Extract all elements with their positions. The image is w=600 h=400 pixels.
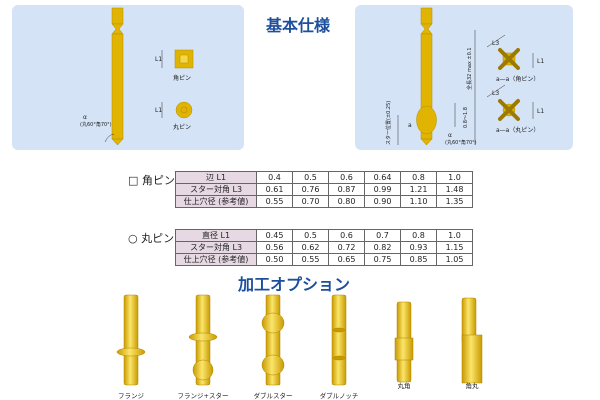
round-pin-label: 丸ピン [173, 124, 192, 131]
option-pins-illustration [116, 294, 483, 386]
pin-double-star [261, 294, 285, 386]
option-label-double-star: ダブルスター [253, 392, 293, 400]
basic-spec-left-panel [12, 5, 244, 150]
star-position-label: スター位置(±0.25) [386, 100, 392, 145]
option-label-double-notch: ダブルノッチ [319, 392, 359, 400]
pin-square-round [461, 297, 483, 384]
pin-flange-star [188, 294, 218, 386]
pin-diagram-right [397, 7, 534, 146]
l3-label-square: L3 [492, 40, 500, 47]
square-pin-table-label: □ 角ピン [128, 174, 175, 187]
l1-label-square-right: L1 [537, 58, 545, 65]
angle-note-right: (丸60°角70°) [445, 140, 477, 146]
l1-label-round: L1 [155, 107, 163, 114]
round-pin-table-label: ○ 丸ピン [128, 232, 175, 245]
l1-label-round-right: L1 [537, 108, 545, 115]
option-label-square-round: 角丸 [465, 382, 479, 390]
option-label-flange: フランジ [118, 392, 144, 400]
option-label-round-square: 丸角 [397, 382, 411, 390]
basic-spec-right-panel [355, 5, 573, 150]
section-square-label: a—a（角ピン） [496, 76, 540, 83]
pin-diagram-left [104, 7, 194, 146]
option-label-flange-star: フランジ+スター [177, 392, 229, 400]
angle-note: (丸60°角70°) [80, 122, 112, 128]
l1-label-square: L1 [155, 56, 163, 63]
range-label: 0.8〜1.8 [463, 107, 469, 128]
basic-spec-title: 基本仕様 [266, 16, 331, 35]
section-a-label: a [408, 122, 412, 129]
pin-double-notch [331, 294, 347, 386]
angle-label: α [83, 114, 87, 121]
options-title: 加工オプション [238, 275, 351, 294]
total-length-label: 全長32 max ±0.1 [467, 47, 473, 90]
l3-label-round: L3 [492, 90, 500, 97]
section-round-label: a—a（丸ピン） [496, 127, 540, 134]
pin-flange [116, 294, 146, 386]
pin-round-square [394, 301, 414, 383]
square-pin-label: 角ピン [173, 75, 192, 82]
angle-label-right: α [448, 132, 452, 139]
